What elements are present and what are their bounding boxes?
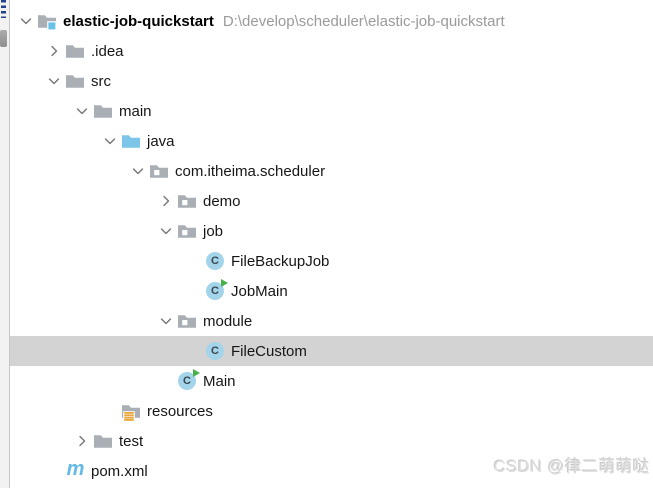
- runnable-class-icon: C: [177, 369, 200, 391]
- runnable-class-icon: C: [205, 279, 228, 301]
- maven-icon: m: [65, 458, 85, 481]
- class-icon: C: [205, 251, 225, 271]
- tree-row-label: .idea: [91, 42, 124, 60]
- tree-row-src[interactable]: src: [10, 66, 653, 96]
- tree-row-label: test: [119, 432, 144, 450]
- watermark: CSDN @律二萌萌哒: [493, 458, 650, 476]
- stripe-artifact-icon: [0, 30, 7, 47]
- folder-icon: [65, 41, 85, 61]
- tree-row-com-itheima-scheduler[interactable]: com.itheima.scheduler: [10, 156, 653, 186]
- stripe-artifact-top: [1, 0, 6, 18]
- class-letter: C: [206, 282, 224, 300]
- class-icon: C: [205, 341, 225, 361]
- package-icon: [177, 191, 197, 211]
- tree-row-java[interactable]: java: [10, 126, 653, 156]
- tree-row-label: module: [203, 312, 253, 330]
- project-folder-icon: [37, 11, 57, 31]
- source-root-folder-icon: [121, 131, 141, 151]
- resources-folder-icon: [121, 401, 141, 421]
- run-overlay-icon: [221, 279, 228, 287]
- tree-row-main[interactable]: main: [10, 96, 653, 126]
- package-icon: [177, 311, 197, 331]
- chevron-spacer: [186, 343, 205, 359]
- tree-row-label: pom.xml: [91, 462, 148, 480]
- package-icon: [149, 161, 169, 181]
- tree-row-resources[interactable]: resources: [10, 396, 653, 426]
- tree-row-label: Main: [203, 372, 236, 390]
- tree-row-filecustom[interactable]: C FileCustom: [10, 336, 653, 366]
- folder-icon: [65, 71, 85, 91]
- project-path: D:\develop\scheduler\elastic-job-quickst…: [222, 12, 505, 30]
- chevron-spacer: [46, 463, 65, 479]
- chevron-down-icon[interactable]: [74, 103, 93, 119]
- tree-row-elastic-job-quickstart[interactable]: elastic-job-quickstart D:\develop\schedul…: [10, 6, 653, 36]
- chevron-down-icon[interactable]: [18, 13, 37, 29]
- tree-row-module[interactable]: module: [10, 306, 653, 336]
- folder-icon: [93, 431, 113, 451]
- class-letter: C: [206, 342, 224, 360]
- chevron-right-icon[interactable]: [158, 193, 177, 209]
- chevron-down-icon[interactable]: [158, 313, 177, 329]
- folder-icon: [93, 101, 113, 121]
- tree-row-filebackupjob[interactable]: C FileBackupJob: [10, 246, 653, 276]
- tree-row-label: main: [119, 102, 152, 120]
- tree-row-label: demo: [203, 192, 241, 210]
- tree-row-label: java: [147, 132, 175, 150]
- tree-row-label: job: [203, 222, 224, 240]
- tree-row-pom-xml[interactable]: m pom.xml: [10, 456, 653, 486]
- chevron-spacer: [158, 373, 177, 389]
- chevron-down-icon[interactable]: [102, 133, 121, 149]
- tree-row-idea[interactable]: .idea: [10, 36, 653, 66]
- chevron-down-icon[interactable]: [46, 73, 65, 89]
- chevron-right-icon[interactable]: [74, 433, 93, 449]
- chevron-spacer: [186, 253, 205, 269]
- tree-row-demo[interactable]: demo: [10, 186, 653, 216]
- class-letter: C: [178, 372, 196, 390]
- chevron-spacer: [186, 283, 205, 299]
- tree-row-label: src: [91, 72, 111, 90]
- tree-row-label: elastic-job-quickstart: [63, 12, 214, 30]
- tree-row-label: FileCustom: [231, 342, 307, 360]
- chevron-down-icon[interactable]: [158, 223, 177, 239]
- tree-row-label: resources: [147, 402, 213, 420]
- tree-row-main[interactable]: C Main: [10, 366, 653, 396]
- maven-letter: m: [66, 458, 85, 480]
- chevron-down-icon[interactable]: [130, 163, 149, 179]
- chevron-right-icon[interactable]: [46, 43, 65, 59]
- project-tree[interactable]: elastic-job-quickstart D:\develop\schedul…: [10, 6, 653, 486]
- tree-row-jobmain[interactable]: C JobMain: [10, 276, 653, 306]
- tree-row-label: JobMain: [231, 282, 288, 300]
- run-overlay-icon: [193, 369, 200, 377]
- ide-left-stripe: [0, 0, 10, 488]
- tree-row-job[interactable]: job: [10, 216, 653, 246]
- tree-row-label: FileBackupJob: [231, 252, 330, 270]
- tree-row-test[interactable]: test: [10, 426, 653, 456]
- tree-row-label: com.itheima.scheduler: [175, 162, 326, 180]
- chevron-spacer: [102, 403, 121, 419]
- package-icon: [177, 221, 197, 241]
- class-letter: C: [206, 252, 224, 270]
